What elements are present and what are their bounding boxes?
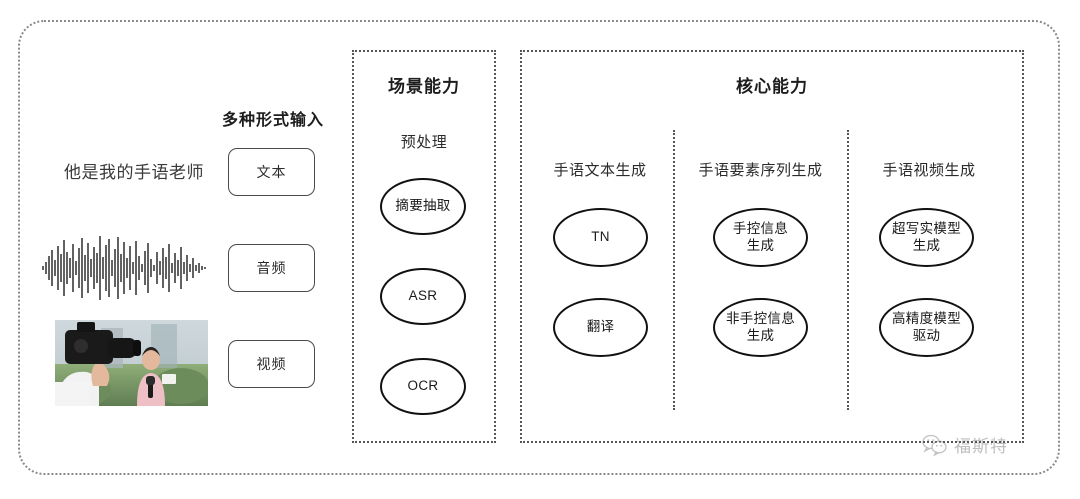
scene-node-label: ASR: [408, 288, 438, 304]
core-column-divider-1: [673, 130, 675, 410]
watermark: 福斯特: [922, 432, 1008, 457]
scene-node-label: 摘要抽取: [395, 198, 451, 214]
scene-section-subtitle: 预处理: [400, 134, 448, 151]
core-node-translation[interactable]: 翻译: [553, 298, 648, 357]
scene-capability-section: 场景能力 预处理 摘要抽取 ASR OCR: [352, 50, 496, 443]
modality-label-text: 文本: [256, 164, 287, 180]
core-node-highprecision-model-driving[interactable]: 高精度模型 驱动: [879, 298, 974, 357]
input-section-header: 多种形式输入: [221, 112, 324, 129]
core-node-label-line2: 生成: [746, 327, 775, 343]
core-node-nonmanual-info-generation[interactable]: 非手控信息 生成: [713, 298, 808, 357]
core-capability-section: 核心能力 手语文本生成 TN 翻译 手语要素序列生成 手控信息 生成 非手控信息…: [520, 50, 1024, 443]
core-node-label-line2: 驱动: [912, 327, 941, 343]
scene-node-summary-extraction[interactable]: 摘要抽取: [380, 178, 466, 235]
core-column-divider-2: [847, 130, 849, 410]
core-node-label: 翻译: [586, 319, 615, 335]
core-node-label-line1: 手控信息: [732, 221, 789, 237]
scene-node-asr[interactable]: ASR: [380, 268, 466, 325]
core-node-label-line2: 生成: [912, 237, 941, 253]
core-node-manual-info-generation[interactable]: 手控信息 生成: [713, 208, 808, 267]
watermark-text: 福斯特: [954, 437, 1008, 457]
core-node-hyperrealistic-model-generation[interactable]: 超写实模型 生成: [879, 208, 974, 267]
modality-label-video: 视频: [256, 356, 287, 372]
sample-sentence-text: 他是我的手语老师: [64, 163, 204, 182]
scene-node-label: OCR: [407, 378, 439, 394]
core-node-label-line1: 高精度模型: [892, 311, 961, 327]
core-section-title: 核心能力: [736, 77, 808, 96]
modality-box-text[interactable]: 文本: [228, 148, 315, 196]
audio-waveform-icon: [42, 236, 206, 300]
core-node-label-line2: 生成: [746, 237, 775, 253]
scene-section-title: 场景能力: [388, 77, 460, 96]
core-column-header-1: 手语文本生成: [553, 162, 647, 179]
wechat-icon: [922, 434, 947, 456]
scene-node-ocr[interactable]: OCR: [380, 358, 466, 415]
outer-frame: [18, 20, 1060, 475]
video-thumbnail-image: [55, 320, 208, 406]
core-column-header-2: 手语要素序列生成: [698, 162, 823, 179]
modality-box-audio[interactable]: 音频: [228, 244, 315, 292]
core-node-label-line1: 非手控信息: [726, 311, 795, 327]
core-node-tn[interactable]: TN: [553, 208, 648, 267]
core-column-header-3: 手语视频生成: [882, 162, 976, 179]
modality-box-video[interactable]: 视频: [228, 340, 315, 388]
core-node-label-line1: 超写实模型: [892, 221, 961, 237]
core-node-label: TN: [591, 229, 610, 245]
modality-label-audio: 音频: [256, 260, 287, 276]
